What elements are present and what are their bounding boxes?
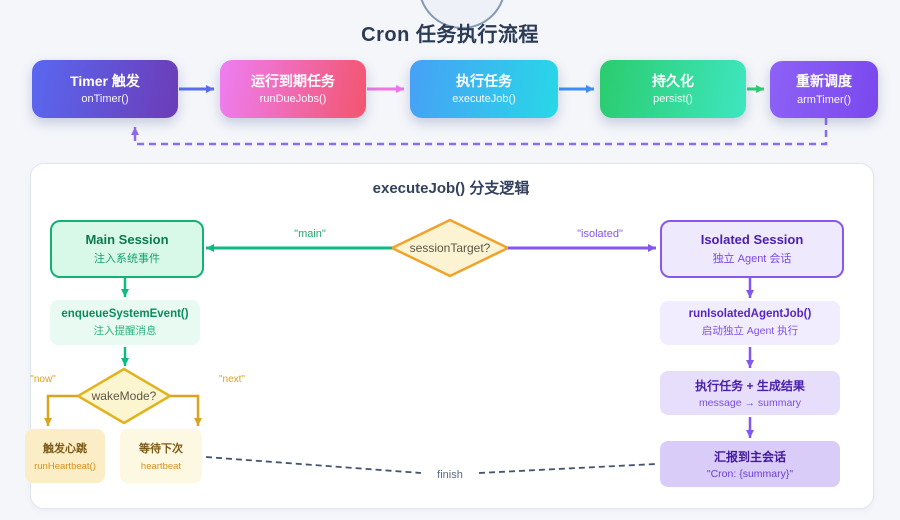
pipeline-step-arm-timer: 重新调度 armTimer()	[770, 61, 878, 118]
node-subtitle: 启动独立 Agent 执行	[701, 325, 799, 337]
step-subtitle: runDueJobs()	[259, 93, 327, 106]
node-title: 汇报到主会话	[713, 450, 786, 464]
node-subtitle: message → summary	[698, 397, 802, 409]
pipeline-step-timer: Timer 触发 onTimer()	[32, 60, 178, 118]
step-title: 执行任务	[456, 72, 512, 89]
edge-label-now: "now"	[30, 374, 56, 385]
branch-panel-title: executeJob() 分支逻辑	[372, 180, 530, 197]
heartbeat-next-node: 等待下次 heartbeat	[120, 429, 202, 483]
session-target-label: sessionTarget?	[409, 241, 491, 255]
step-title: 持久化	[652, 72, 694, 89]
edge-label-main: "main"	[294, 228, 326, 240]
node-subtitle: runHeartbeat()	[34, 461, 96, 472]
wake-mode-label: wakeMode?	[91, 389, 157, 403]
step-subtitle: onTimer()	[81, 93, 129, 106]
step-subtitle: persist()	[653, 93, 693, 106]
node-title: 执行任务 + 生成结果	[695, 379, 805, 393]
step-subtitle: armTimer()	[797, 93, 851, 106]
node-title: Isolated Session	[700, 232, 804, 247]
run-isolated-agent-job-node: runIsolatedAgentJob() 启动独立 Agent 执行	[660, 301, 840, 345]
node-subtitle: 独立 Agent 会话	[712, 253, 792, 265]
enqueue-system-event-node: enqueueSystemEvent() 注入提醒消息	[50, 300, 200, 345]
pipeline-step-run-due-jobs: 运行到期任务 runDueJobs()	[220, 60, 366, 118]
step-title: 重新调度	[796, 73, 852, 90]
page-title: Cron 任务执行流程	[361, 24, 539, 46]
node-title: enqueueSystemEvent()	[61, 307, 189, 320]
exec-result-node: 执行任务 + 生成结果 message → summary	[660, 371, 840, 415]
node-title: runIsolatedAgentJob()	[688, 308, 812, 320]
step-subtitle: executeJob()	[452, 93, 516, 106]
edge-label-isolated: "isolated"	[577, 228, 623, 240]
report-to-main-node: 汇报到主会话 "Cron: {summary}"	[660, 441, 840, 487]
node-title: Main Session	[85, 232, 169, 247]
heartbeat-now-node: 触发心跳 runHeartbeat()	[25, 429, 105, 483]
edge-label-next: "next"	[218, 374, 245, 385]
step-title: Timer 触发	[70, 72, 140, 89]
node-title: 触发心跳	[43, 443, 87, 455]
pipeline-step-execute-job: 执行任务 executeJob()	[410, 60, 558, 118]
node-subtitle: heartbeat	[140, 461, 182, 472]
node-subtitle: 注入提醒消息	[93, 324, 157, 337]
main-session-node: Main Session 注入系统事件	[50, 220, 204, 278]
isolated-session-node: Isolated Session 独立 Agent 会话	[660, 220, 844, 278]
node-title: 等待下次	[139, 443, 183, 455]
edge-label-finish: finish	[437, 469, 463, 481]
step-title: 运行到期任务	[251, 72, 335, 89]
pipeline-step-persist: 持久化 persist()	[600, 60, 746, 118]
node-subtitle: "Cron: {summary}"	[706, 468, 794, 480]
node-subtitle: 注入系统事件	[94, 253, 160, 265]
edge-arm-loop-to-timer	[131, 118, 828, 146]
